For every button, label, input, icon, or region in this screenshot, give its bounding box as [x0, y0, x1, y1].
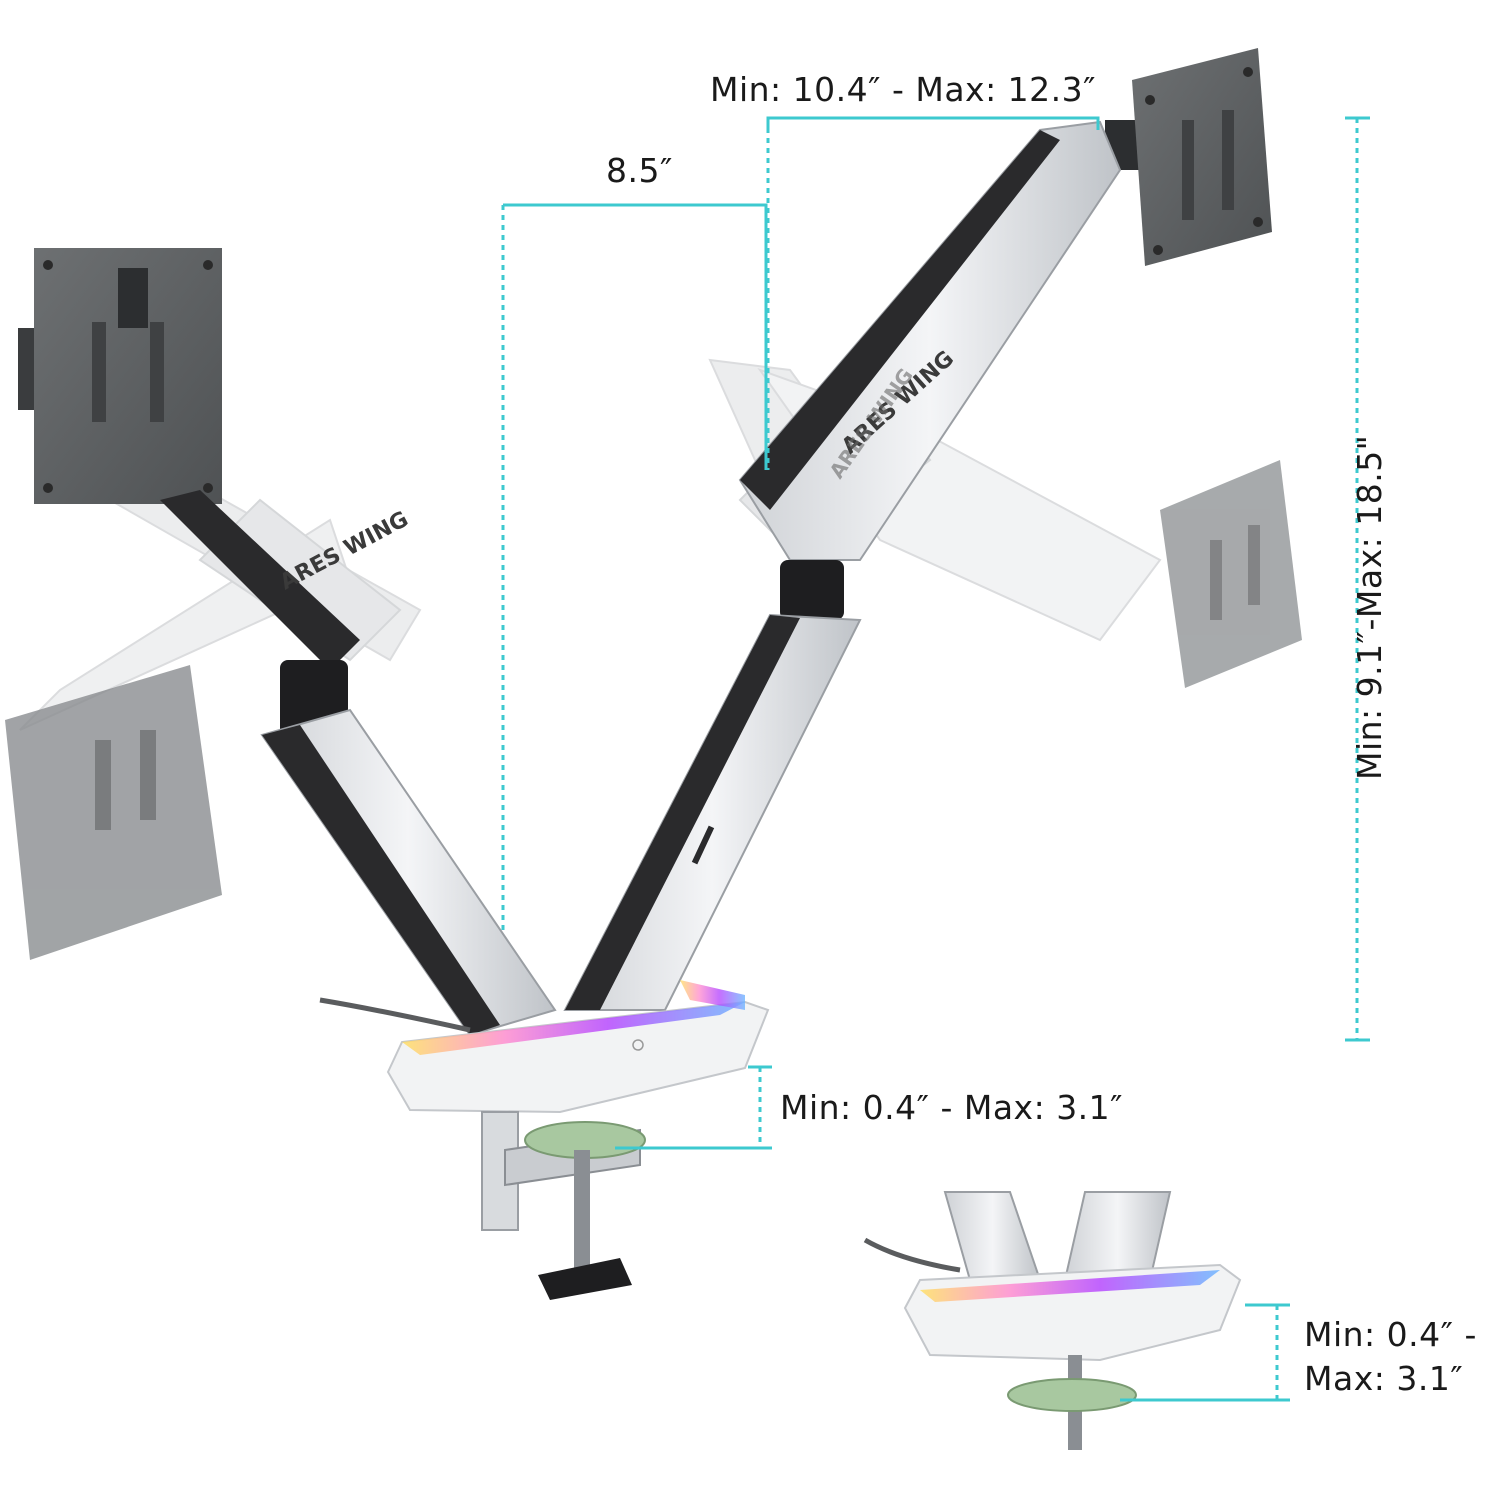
- grommet-base-inset: [863, 1191, 1242, 1450]
- c-clamp: [481, 1111, 646, 1300]
- grommet-label-line1: Min: 0.4″ -: [1304, 1315, 1477, 1354]
- ghost-vesa-plate-lower-right: [1160, 460, 1302, 688]
- vesa-plate-upper-left: [18, 248, 222, 504]
- grommet-thickness-label: Min: 0.4″ - Max: 3.1″: [1304, 1313, 1477, 1401]
- right-upper-arm: ARES WING: [738, 120, 1122, 620]
- arm-width-label: Min: 10.4″ - Max: 12.3″: [710, 70, 1096, 109]
- height-range-label: Min: 9.1″-Max: 18.5": [1350, 434, 1389, 780]
- desk-base: [319, 980, 770, 1114]
- vesa-plate-upper-right: [1105, 48, 1272, 266]
- dimension-lines: [501, 116, 1370, 1402]
- extension-label: 8.5″: [606, 151, 673, 190]
- clamp-thickness-label: Min: 0.4″ - Max: 3.1″: [780, 1088, 1123, 1127]
- right-lower-arm: [563, 613, 862, 1011]
- grommet-label-line2: Max: 3.1″: [1304, 1358, 1464, 1398]
- left-lower-arm: [260, 708, 557, 1037]
- ghost-vesa-plate-lower-left: [5, 665, 222, 960]
- dim-extension: [503, 203, 768, 470]
- dim-arm-width: [766, 116, 1100, 130]
